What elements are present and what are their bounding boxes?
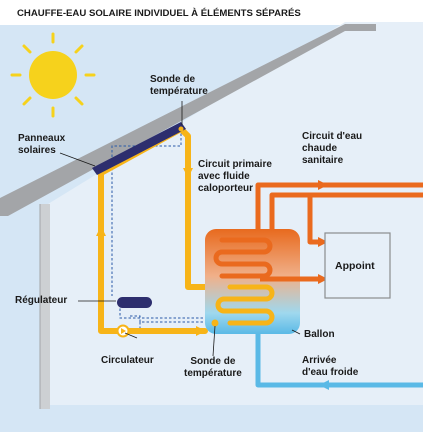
- hot-water-circuit: [255, 182, 423, 282]
- label-sonde-bas: Sonde de température: [184, 356, 242, 379]
- label-circuit-primaire: Circuit primaire avec fluide caloporteur: [198, 159, 272, 194]
- label-ballon: Ballon: [304, 329, 335, 340]
- label-arrivee: Arrivée d'eau froide: [302, 355, 359, 378]
- leader-lines: [59, 101, 301, 357]
- label-circuit-eau-chaude: Circuit d'eau chaude sanitaire: [302, 131, 363, 166]
- circulator-icon: [116, 324, 130, 338]
- tank-heat-exchanger: [213, 237, 275, 326]
- sensor-bottom-icon: [211, 319, 219, 327]
- primary-flow-arrows: [96, 168, 206, 336]
- regulator-icon: [117, 297, 152, 308]
- sun-icon: [10, 32, 96, 118]
- cold-water-arrow-icon: [319, 380, 329, 390]
- sensor-top-icon: [178, 126, 184, 132]
- house-wall: [40, 204, 50, 409]
- solar-panel: [92, 122, 186, 175]
- hot-water-arrows: [318, 180, 328, 284]
- house-interior: [48, 22, 423, 405]
- storage-tank: [205, 229, 300, 334]
- label-panneaux: Panneaux solaires: [18, 133, 66, 156]
- label-sonde-haut: Sonde de température: [150, 74, 208, 97]
- label-regulateur: Régulateur: [15, 295, 68, 306]
- label-appoint: Appoint: [335, 260, 375, 272]
- appoint-box: [324, 232, 391, 299]
- diagram-title: CHAUFFE-EAU SOLAIRE INDIVIDUEL À ÉLÉMENT…: [17, 8, 301, 19]
- label-circulateur: Circulateur: [101, 355, 154, 366]
